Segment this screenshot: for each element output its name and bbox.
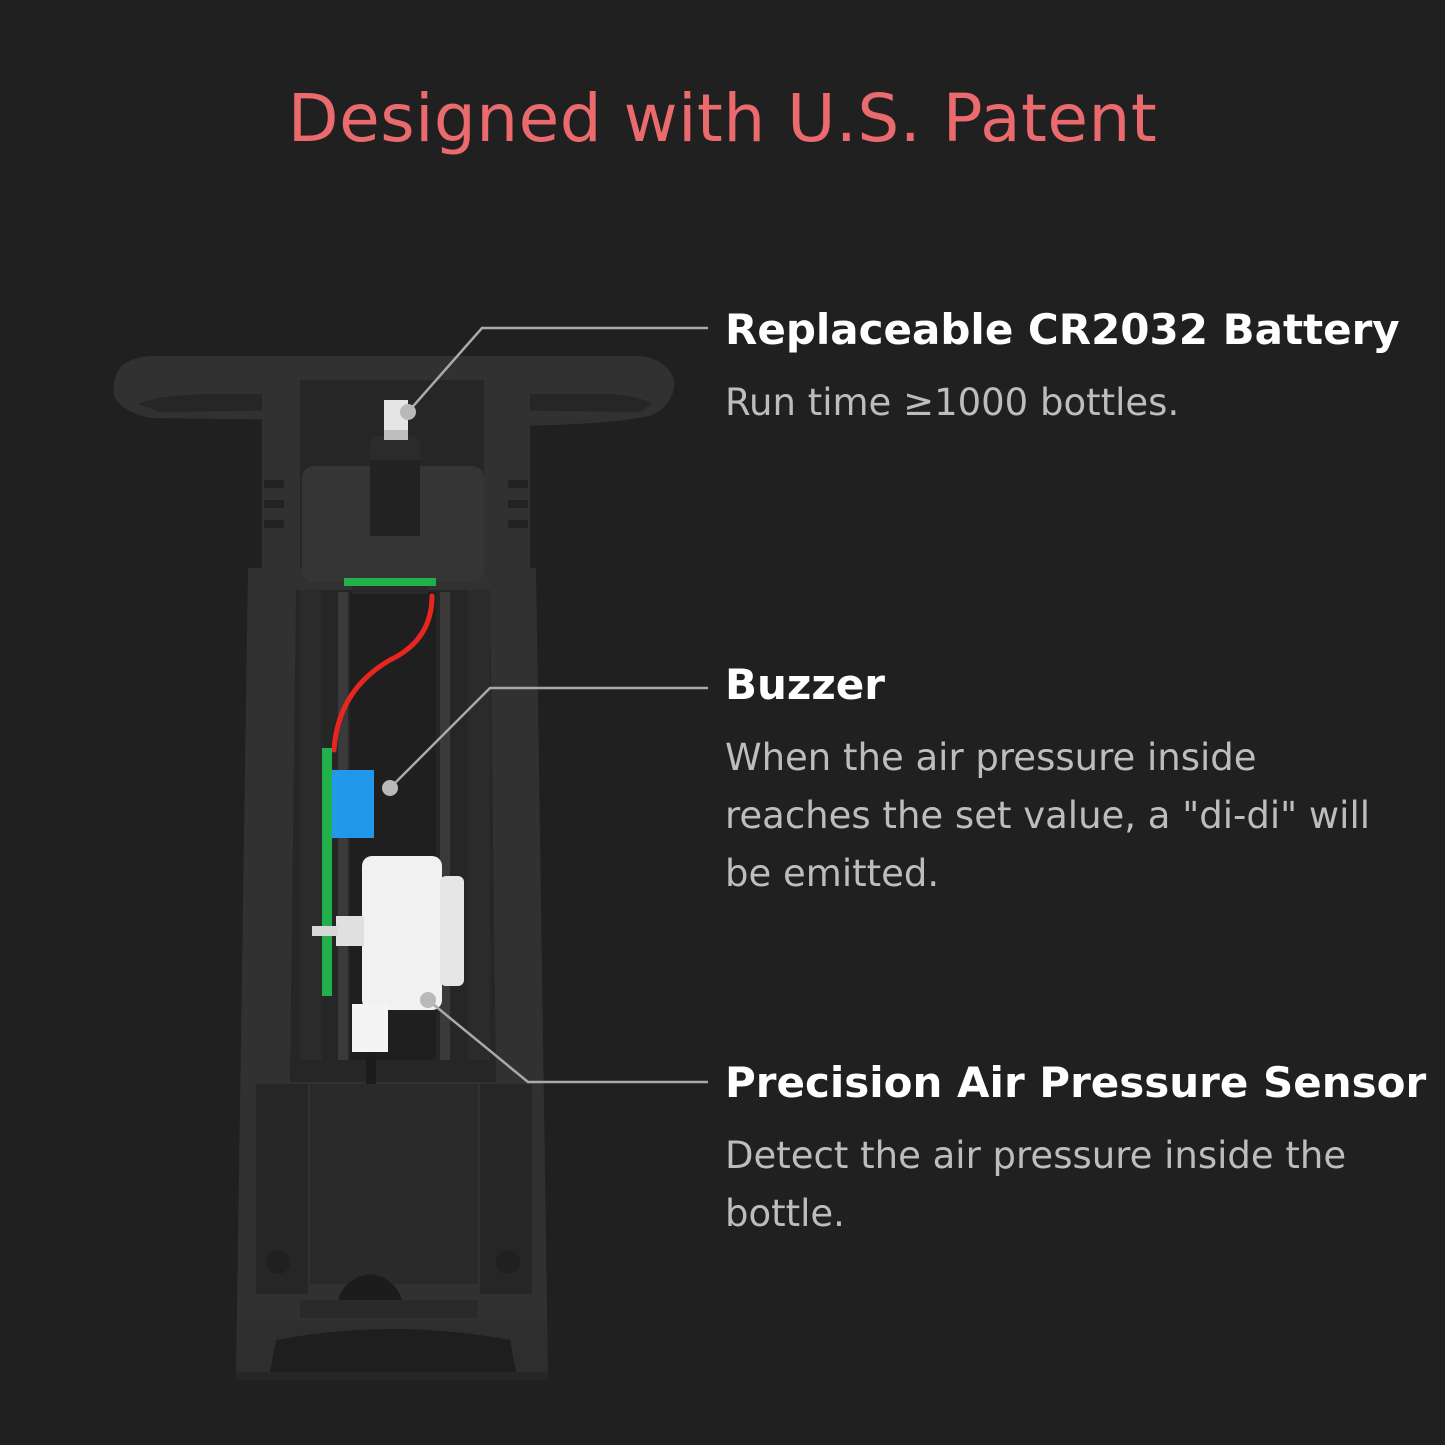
buzzer-leader-line — [389, 686, 708, 789]
sensor-leader-dot — [420, 992, 436, 1008]
buzzer-callout-desc: When the air pressure inside reaches the… — [725, 736, 1371, 895]
sensor-callout: Precision Air Pressure Sensor Detect the… — [725, 1055, 1427, 1243]
battery-leader-line — [407, 326, 708, 413]
sensor-callout-title: Precision Air Pressure Sensor — [725, 1058, 1427, 1107]
battery-callout-title: Replaceable CR2032 Battery — [725, 305, 1400, 354]
leader-lines — [389, 326, 708, 1084]
buzzer-callout: Buzzer When the air pressure inside reac… — [725, 657, 1405, 903]
pressure-sensor — [362, 856, 442, 1010]
headline: Designed with U.S. Patent — [287, 80, 1158, 157]
battery-leader-dot — [400, 404, 416, 420]
buzzer-callout-title: Buzzer — [725, 660, 886, 709]
sensor-callout-desc: Detect the air pressure inside the bottl… — [725, 1134, 1347, 1235]
red-wire — [331, 593, 435, 753]
sensor-leader-line — [427, 999, 708, 1084]
buzzer — [332, 770, 374, 838]
pcb-board — [322, 748, 332, 996]
battery-callout: Replaceable CR2032 Battery Run time ≥100… — [725, 302, 1405, 432]
buzzer-leader-dot — [382, 780, 398, 796]
battery-callout-desc: Run time ≥1000 bottles. — [725, 381, 1180, 424]
